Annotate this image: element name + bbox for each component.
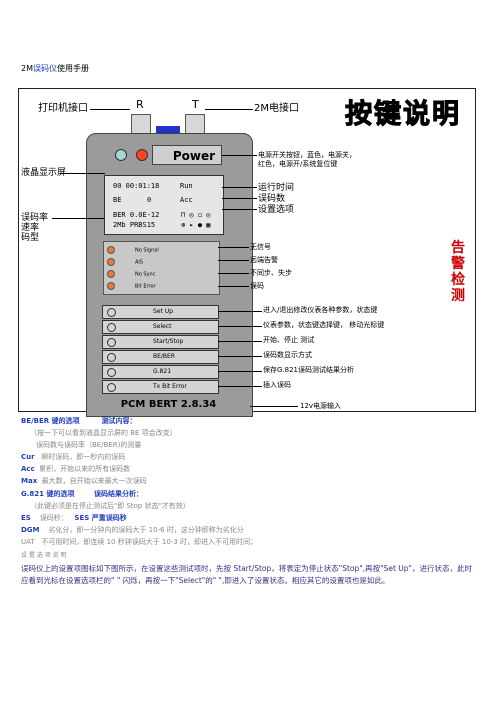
alarm-vertical-title: 告警检测 xyxy=(451,240,465,304)
start-leader xyxy=(218,341,262,342)
key-icon xyxy=(107,353,116,362)
g821-heading: G.821 键的选项 误码结果分析： xyxy=(21,490,143,498)
alarm-led-icon xyxy=(107,282,115,290)
be-leader xyxy=(218,356,262,357)
printer-label: 打印机接口 xyxy=(38,103,88,114)
power-indicator-icon xyxy=(115,149,127,161)
alarm-led-icon xyxy=(107,258,115,266)
printer-port xyxy=(156,126,180,135)
es-line: ES 误码秒： SES 严重误码秒 xyxy=(21,514,127,522)
printer-leader xyxy=(90,109,130,110)
max-line: Max 最大数，自开始以来最大一次误码 xyxy=(21,477,147,485)
key-icon xyxy=(107,308,116,317)
power-button[interactable] xyxy=(136,149,148,161)
lcd-label: 液晶显示屏 xyxy=(21,168,67,178)
rate-leader xyxy=(52,218,104,219)
lcd-icons-row1: ⊓ ◎ ◻ ◎ xyxy=(181,211,211,219)
lcd-run-time: 00 00:01:18 xyxy=(113,182,160,190)
t-label: T xyxy=(192,98,199,111)
power-label: Power xyxy=(152,145,222,165)
header-rest: 使用手册 xyxy=(57,64,89,73)
g821-key[interactable]: G.821 xyxy=(102,365,219,379)
lcd-icons-row2: ⊛ ▸ ● ▦ xyxy=(181,221,211,229)
tx-note: 插入误码 xyxy=(263,381,291,389)
g821-note-text: （此键必须是在停止测试后"即 Stop 状态"才有效） xyxy=(30,502,190,510)
model-label: PCM BERT 2.8.34 xyxy=(120,399,217,410)
key-icon xyxy=(107,323,116,332)
err-count-note: 误码数 xyxy=(258,194,286,204)
no-signal-note: 无信号 xyxy=(250,243,271,251)
alarm-panel: No Signal AIS No Sync Bit Error xyxy=(103,241,220,295)
start-note: 开始、停止 测试 xyxy=(263,336,315,344)
lcd-run-state: Run xyxy=(180,182,193,190)
port2m-label: 2M电接口 xyxy=(254,103,299,114)
power-note-1: 电源开关按钮，蓝色，电源关， xyxy=(258,151,356,159)
nosignal-leader xyxy=(218,247,249,248)
setting-section-title: 设 置 选 项 说 明 xyxy=(21,552,67,559)
power-leader xyxy=(222,155,257,156)
select-note: 仪表参数，状态键选择键， 移动光标键 xyxy=(263,321,385,329)
power12v-leader xyxy=(250,406,298,407)
ais-leader xyxy=(218,260,249,261)
g821-note: 保存G.821误码测试结果分析 xyxy=(263,366,355,374)
tx-leader xyxy=(218,386,262,387)
bit-err-note: 误码 xyxy=(250,282,264,290)
tx-bit-error-key[interactable]: Tx Bit Error xyxy=(102,380,219,394)
runtime-leader xyxy=(222,187,257,188)
setting-leader xyxy=(222,209,257,210)
lcd-ber: BER 0.0E-12 xyxy=(113,211,160,219)
header-blue: 误码仪 xyxy=(33,64,57,73)
remote-alarm-note: 远端告警 xyxy=(250,256,278,264)
lcd-be-label: BE xyxy=(113,196,122,204)
diagram-title: 按键说明 xyxy=(345,99,461,131)
alarm-ais: AIS xyxy=(107,258,143,266)
setup-note: 进入/退出修改仪表各种参数，状态键 xyxy=(263,306,378,314)
power-note-2: 红色，电源开/系统复位键 xyxy=(258,160,338,168)
lcd-screen: 00 00:01:18 Run BE 0 Acc BER 0.0E-12 ⊓ ◎… xyxy=(104,175,224,235)
select-leader xyxy=(218,326,262,327)
code-label: 码型 xyxy=(21,233,40,243)
lcd-be-value: 0 xyxy=(147,196,152,204)
be-ber-note: （按一下可以看到液晶显示屏的 BE 项会改变） xyxy=(30,429,177,437)
acc-line: Acc 累积，开始以来的所有误码数 xyxy=(21,465,131,473)
setting-note: 设置选项 xyxy=(258,205,295,215)
r-label: R xyxy=(136,98,144,111)
alarm-no-signal: No Signal xyxy=(107,246,159,254)
key-icon xyxy=(107,383,116,392)
run-time-note: 运行时间 xyxy=(258,183,295,193)
uat-line: UAT 不可用时间，即连续 10 秒钟误码大于 10-3 时，即进入不可用时间； xyxy=(21,538,258,546)
select-key[interactable]: Select xyxy=(102,320,219,334)
biterr-leader xyxy=(218,286,249,287)
error-rate-label: 误码率 xyxy=(21,213,49,223)
key-icon xyxy=(107,338,116,347)
page-header: 2M误码仪使用手册 xyxy=(21,63,89,74)
be-ber-key[interactable]: BE/BER xyxy=(102,350,219,364)
be-ber-desc: 误码数与误码率（BE/BER)的测量 xyxy=(36,441,142,449)
rate-label: 速率 xyxy=(21,223,40,233)
lcd-rate-pattern: 2Mb PRBS15 xyxy=(113,221,156,229)
cur-line: Cur 瞬时误码，即一秒内的误码 xyxy=(21,453,126,461)
be-note: 误码数显示方式 xyxy=(263,351,312,359)
start-stop-key[interactable]: Start/Stop xyxy=(102,335,219,349)
alarm-led-icon xyxy=(107,270,115,278)
alarm-no-sync: No Sync xyxy=(107,270,155,278)
power12v-note: 12v电源输入 xyxy=(300,402,342,410)
dgm-line: DGM 劣化分，即一分钟内的误码大于 10-6 时，这分钟即称为劣化分 xyxy=(21,526,244,534)
setup-key[interactable]: Set Up xyxy=(102,305,219,319)
lcd-be-mode: Acc xyxy=(180,196,193,204)
lcd-leader xyxy=(60,173,105,174)
errcount-leader xyxy=(222,198,257,199)
port-leader xyxy=(205,109,253,110)
header-prefix: 2M xyxy=(21,64,33,73)
alarm-led-icon xyxy=(107,246,115,254)
be-ber-heading: BE/BER 键的选项 测试内容： xyxy=(21,417,137,425)
setting-paragraph: 误码仪上的设置项图标如下图所示，在设置这些测试项时，先按 Start/Stop，… xyxy=(21,564,472,585)
alarm-bit-error: Bit Error xyxy=(107,282,156,290)
setup-leader xyxy=(218,311,262,312)
nosync-leader xyxy=(218,273,249,274)
g821-leader xyxy=(218,371,262,372)
key-icon xyxy=(107,368,116,377)
no-sync-note: 不同步、失步 xyxy=(250,269,292,277)
